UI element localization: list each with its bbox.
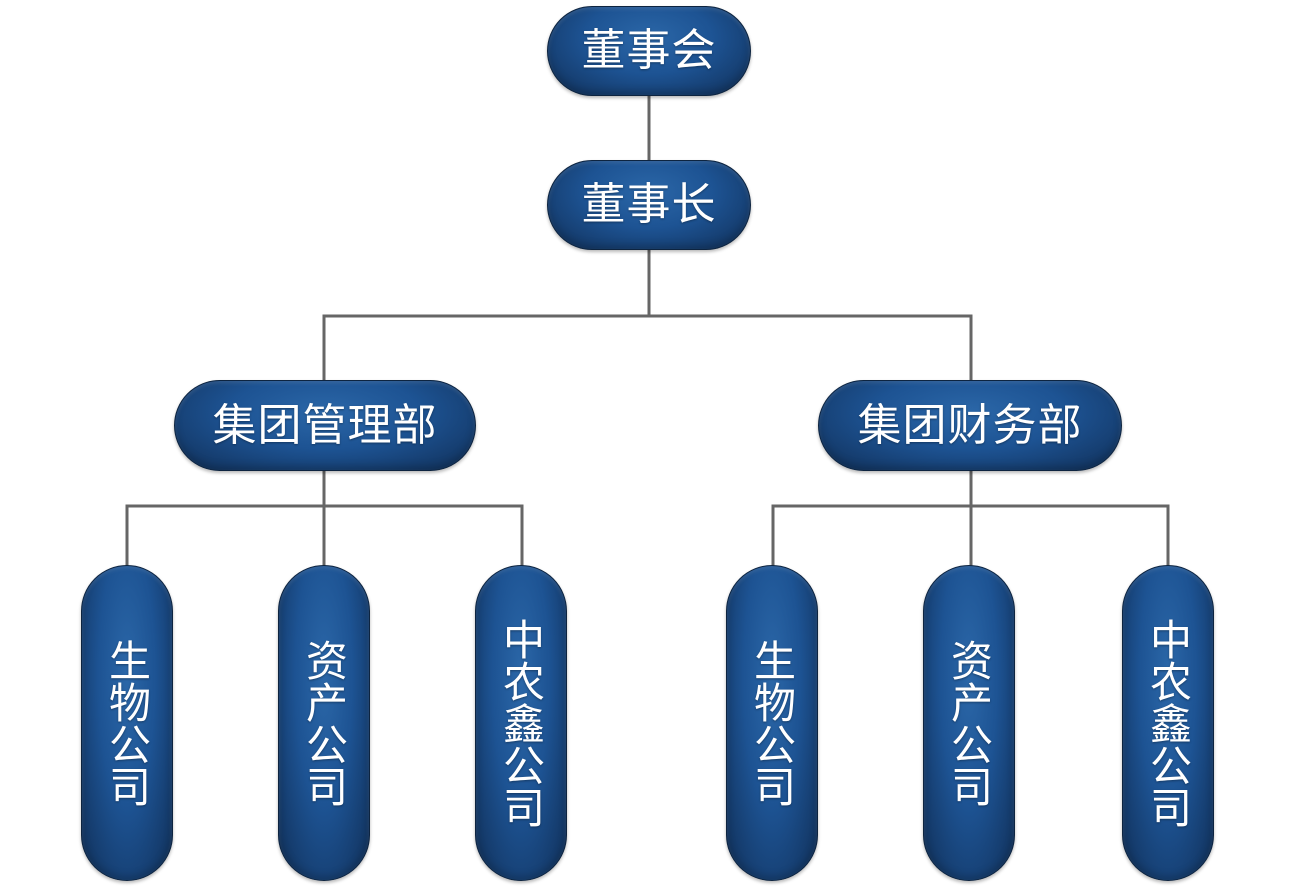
connector-management-companies [125, 469, 524, 567]
finance-zhongnongxin-company-node: 中农鑫公司 [1122, 565, 1214, 881]
finance-biotech-company-node: 生物公司 [726, 565, 818, 881]
management-asset-company-node: 资产公司 [278, 565, 370, 881]
finance-asset-company-node: 资产公司 [923, 565, 1015, 881]
management-department-node: 集团管理部 [174, 380, 476, 471]
management-biotech-company-node: 生物公司 [81, 565, 173, 881]
management-zhongnongxin-company-node: 中农鑫公司 [475, 565, 567, 881]
finance-department-node: 集团财务部 [818, 380, 1122, 471]
connector-finance-companies [771, 469, 1170, 567]
board-node: 董事会 [547, 6, 751, 96]
connector-chairman-departments [322, 248, 973, 382]
chairman-node: 董事长 [547, 160, 751, 250]
